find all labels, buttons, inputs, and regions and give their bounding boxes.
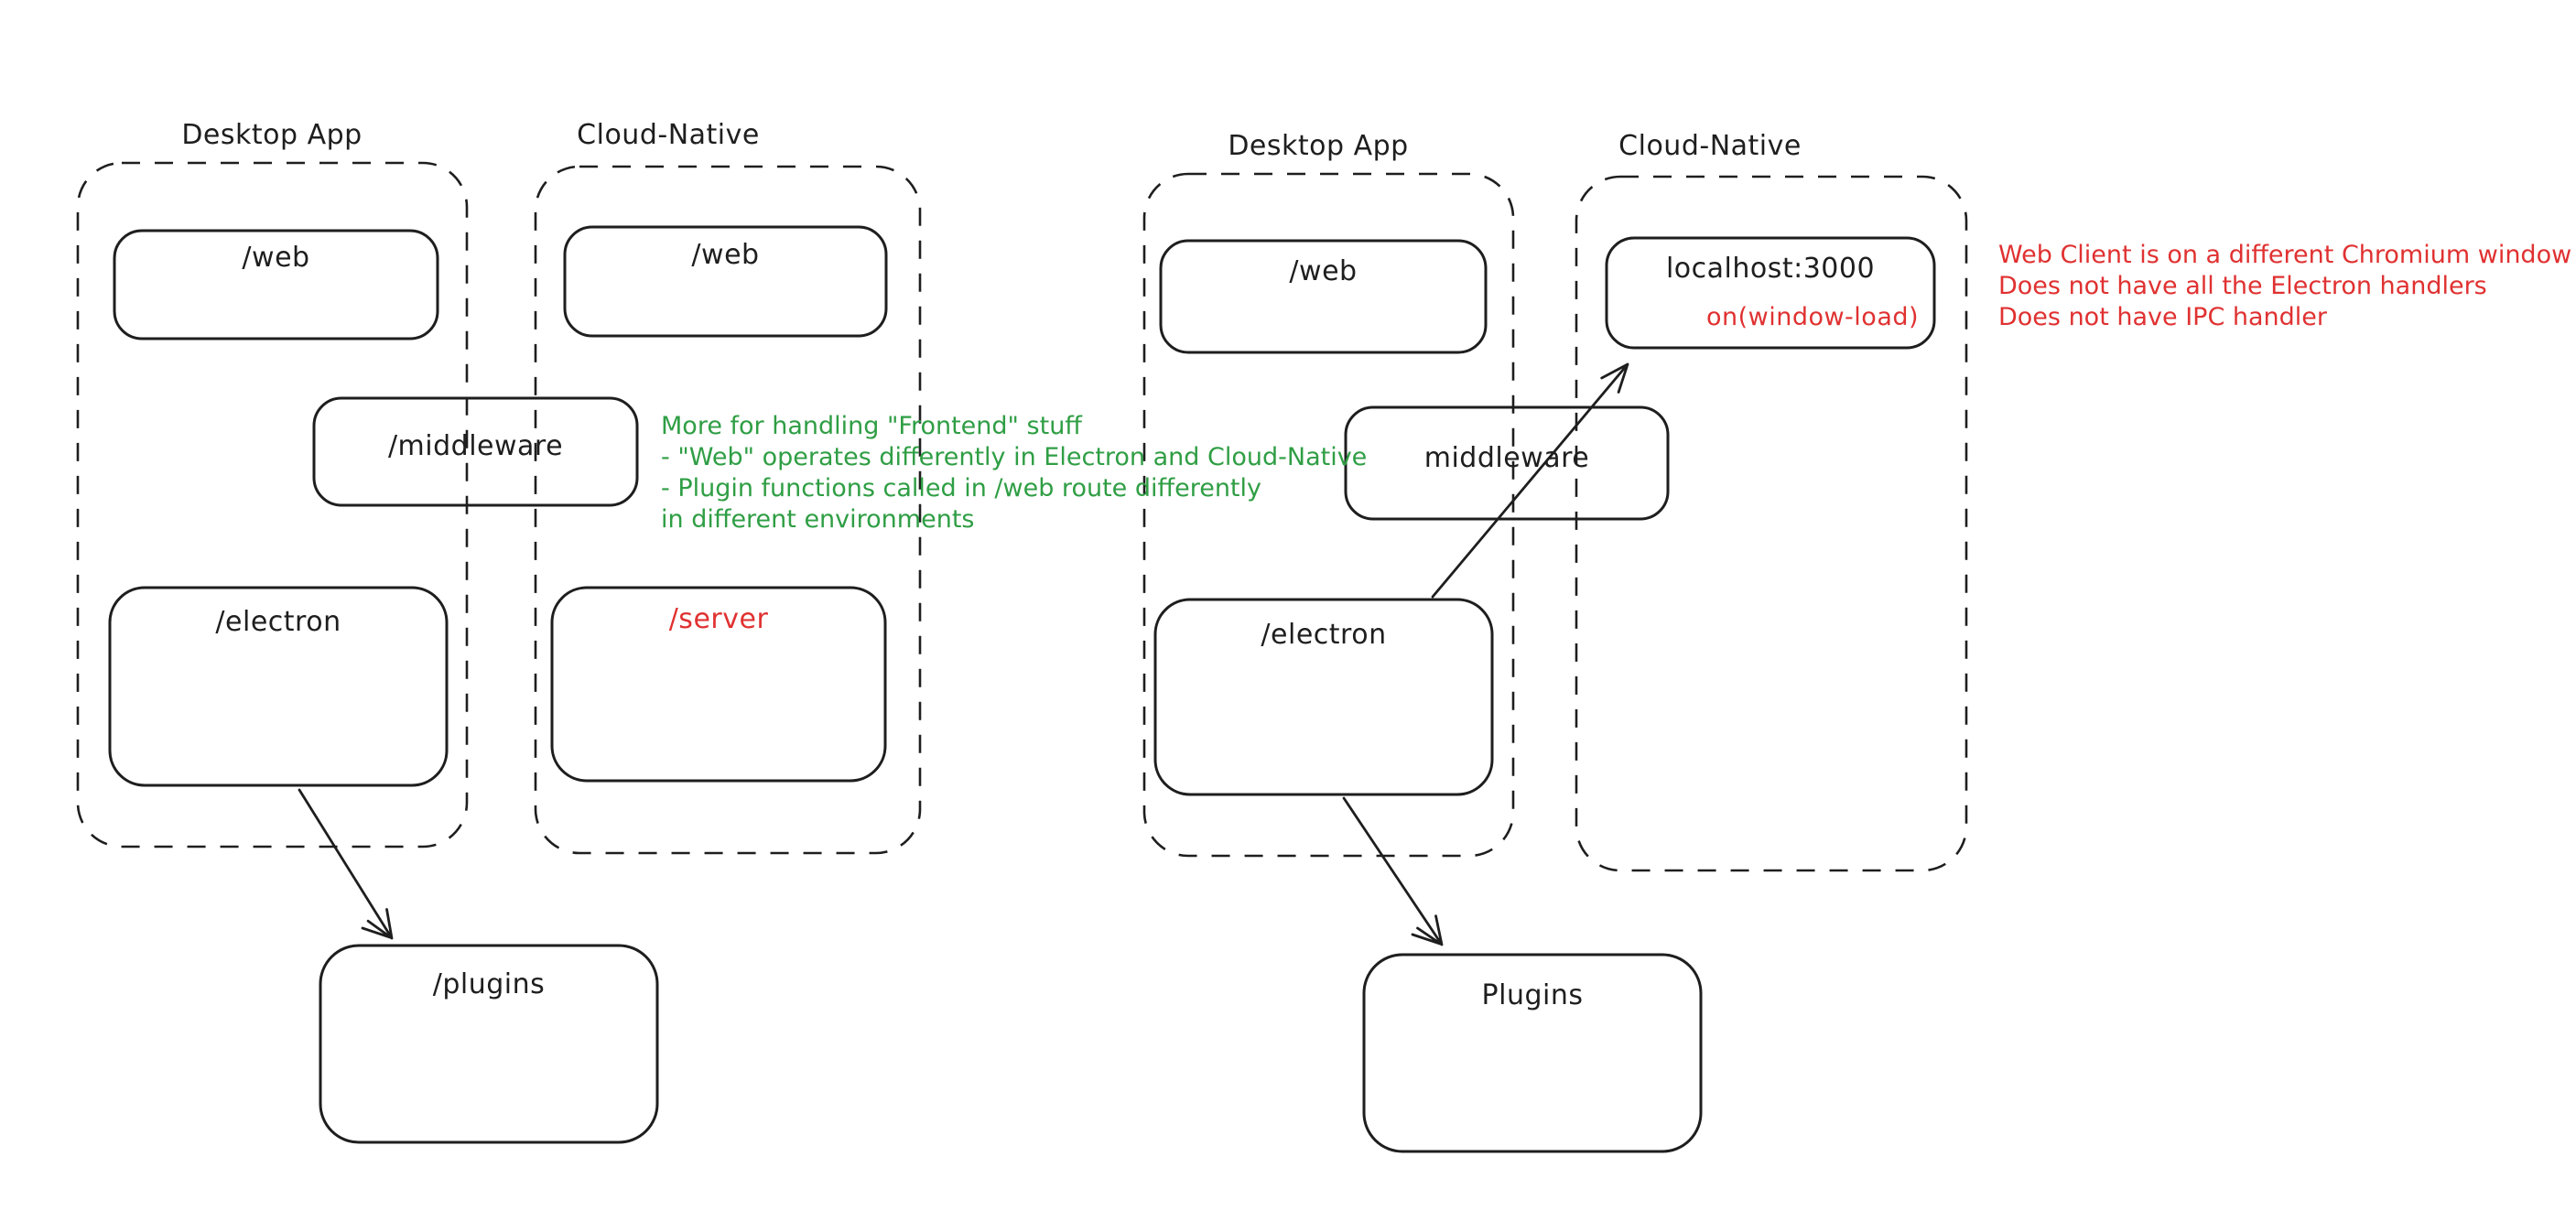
right-desktop-app-container [1142,172,1515,858]
left-middleware-box [312,396,639,507]
right-electron-label: /electron [1261,619,1387,651]
right-desktop-app-title: Desktop App [1228,130,1409,162]
arrow-right-electron-to-plugins [1342,796,1444,946]
green-note-line: More for handling "Frontend" stuff [661,412,1082,440]
green-note-line: in different environments [661,505,975,534]
right-middleware-label: middleware [1423,442,1590,474]
left-electron-label: /electron [215,606,341,638]
right-cloud-native-container [1575,175,1968,872]
right-plugins-label: Plugins [1481,979,1584,1011]
red-note-line: Web Client is on a different Chromium wi… [1998,241,2572,269]
arrow-left-electron-to-plugins [298,788,394,940]
right-electron-box [1153,598,1494,796]
left-web-box [113,229,439,340]
left-cloud-web-label: /web [691,239,760,271]
left-plugins-box [319,944,659,1144]
right-web-box [1159,239,1488,354]
right-cloud-native-title: Cloud-Native [1618,130,1802,162]
left-electron-box [108,586,449,787]
left-plugins-label: /plugins [432,968,546,1000]
right-localhost-label: localhost:3000 [1665,253,1876,285]
left-cloud-native-title: Cloud-Native [577,119,760,151]
left-web-label: /web [242,242,310,274]
left-server-box [550,586,887,783]
left-desktop-app-title: Desktop App [181,119,363,151]
left-server-label: /server [668,603,769,635]
red-note-line: Does not have all the Electron handlers [1998,272,2487,300]
green-note-line: - Plugin functions called in /web route … [661,474,1262,503]
red-note: Web Client is on a different Chromium wi… [1998,240,2571,333]
right-middleware-box [1344,405,1670,521]
left-cloud-web-box [563,225,888,338]
right-window-load-label: on(window-load) [1705,303,1920,331]
red-note-line: Does not have IPC handler [1998,303,2328,331]
left-cloud-native-container [534,165,922,855]
green-note-line: - "Web" operates differently in Electron… [661,443,1368,471]
arrow-right-electron-to-localhost [1431,362,1629,599]
right-plugins-box [1362,953,1703,1153]
green-note: More for handling "Frontend" stuff - "We… [661,411,1367,535]
right-localhost-box [1605,236,1936,350]
left-middleware-label: /middleware [387,430,564,462]
right-web-label: /web [1289,255,1358,287]
